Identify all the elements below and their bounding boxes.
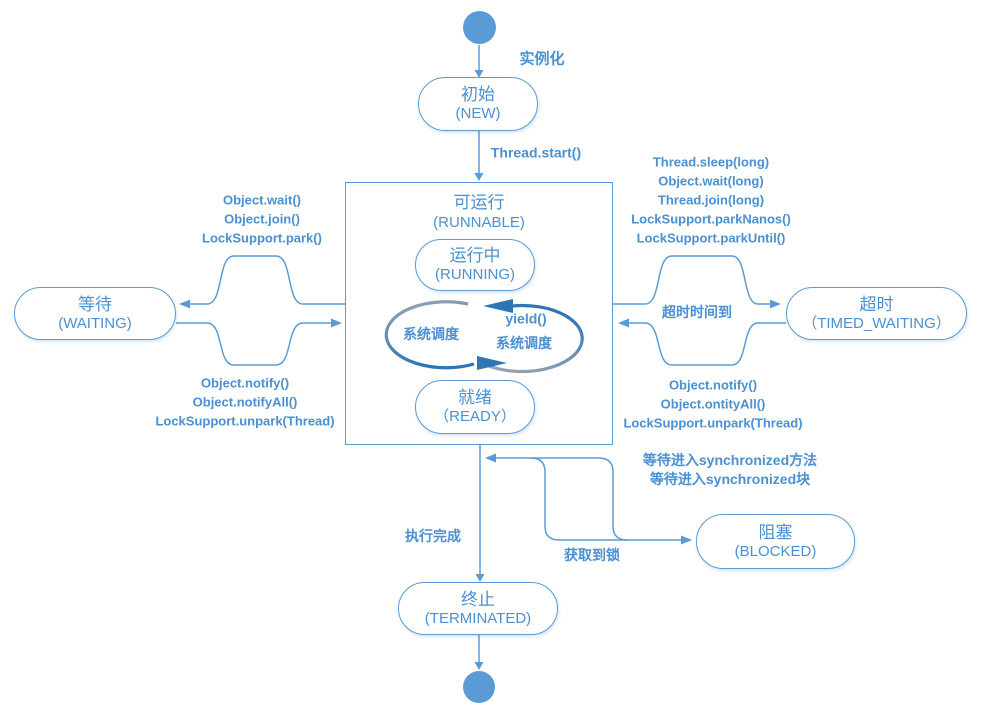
node-terminated-title: 终止 <box>461 589 495 609</box>
label-to-timed-waiting: Thread.sleep(long) Object.wait(long) Thr… <box>631 153 791 248</box>
node-runnable-subtitle: (RUNNABLE) <box>433 214 525 231</box>
label-schedule-left: 系统调度 <box>403 326 459 342</box>
node-runnable: 可运行 (RUNNABLE) <box>345 182 613 445</box>
label-from-waiting-line: LockSupport.unpark(Thread) <box>155 413 335 429</box>
label-to-blocked-line: 等待进入synchronized方法 <box>642 452 818 468</box>
label-to-waiting-line: LockSupport.park() <box>202 230 322 246</box>
label-execution-done: 执行完成 <box>405 528 461 544</box>
label-to-blocked: 等待进入synchronized方法 等待进入synchronized块 <box>643 451 817 489</box>
label-to-waiting: Object.wait() Object.join() LockSupport.… <box>202 191 322 248</box>
label-schedule-right: 系统调度 <box>496 335 552 351</box>
label-from-waiting: Object.notify() Object.notifyAll() LockS… <box>155 374 334 431</box>
label-from-waiting-line: Object.notify() <box>200 375 290 391</box>
node-ready-subtitle: （READY） <box>434 408 516 426</box>
node-waiting: 等待 (WAITING) <box>14 287 176 340</box>
node-running-title: 运行中 <box>449 246 501 265</box>
start-state-circle <box>463 11 496 44</box>
arrowhead-into-end <box>474 662 484 670</box>
node-terminated: 终止 (TERMINATED) <box>398 582 558 635</box>
node-ready-title: 就绪 <box>458 388 492 407</box>
edge-waiting-to-runnable <box>176 322 331 366</box>
node-running-subtitle: (RUNNING) <box>435 266 515 284</box>
node-timed-waiting-title: 超时 <box>859 294 894 314</box>
arrowhead-into-terminated <box>475 574 485 582</box>
node-new: 初始 (NEW) <box>418 77 538 131</box>
node-timed-waiting-subtitle: （TIMED_WAITING） <box>802 314 951 332</box>
arrowhead-into-runnable-top <box>474 173 484 181</box>
node-new-subtitle: (NEW) <box>455 105 501 123</box>
label-from-timed-waiting: Object.notify() Object.ontityAll() LockS… <box>623 376 802 433</box>
edge-timed-waiting-to-runnable <box>629 322 786 366</box>
node-blocked-subtitle: (BLOCKED) <box>734 542 817 560</box>
label-timeout: 超时时间到 <box>662 304 732 320</box>
edge-blocked-to-runnable <box>530 457 627 541</box>
label-instantiate: 实例化 <box>519 50 565 68</box>
label-to-timed-waiting-line: LockSupport.parkUntil() <box>636 230 786 246</box>
arrowhead-into-timed-waiting <box>770 299 781 309</box>
label-from-waiting-line: Object.notifyAll() <box>192 394 298 410</box>
arrowhead-into-runnable-left <box>331 318 342 328</box>
node-ready: 就绪 （READY） <box>415 380 535 434</box>
arrowhead-into-waiting <box>179 299 190 309</box>
arrowhead-into-new <box>474 70 484 78</box>
edge-runnable-to-timed-waiting <box>613 255 770 305</box>
edge-runnable-to-blocked <box>496 457 681 541</box>
node-waiting-subtitle: (WAITING) <box>58 314 132 332</box>
label-to-timed-waiting-line: Object.wait(long) <box>658 173 764 189</box>
node-blocked: 阻塞 (BLOCKED) <box>696 514 855 569</box>
label-from-timed-waiting-line: LockSupport.unpark(Thread) <box>623 415 803 431</box>
label-to-blocked-line: 等待进入synchronized块 <box>649 471 811 487</box>
arrowhead-into-runnable-right <box>618 318 629 328</box>
label-to-timed-waiting-line: Thread.join(long) <box>657 192 765 208</box>
cycle-arc-ready-to-running <box>488 303 584 374</box>
cycle-arrowhead-into-running <box>483 299 513 313</box>
edge-runnable-to-waiting <box>190 255 345 305</box>
node-running: 运行中 (RUNNING) <box>415 239 535 291</box>
label-from-timed-waiting-line: Object.ontityAll() <box>660 396 766 412</box>
end-state-circle <box>463 671 495 703</box>
label-thread-start: Thread.start() <box>490 144 582 161</box>
label-to-timed-waiting-line: Thread.sleep(long) <box>652 154 770 170</box>
arrowhead-into-blocked <box>681 535 692 545</box>
arrowhead-into-runnable-bottom <box>485 453 496 463</box>
label-to-timed-waiting-line: LockSupport.parkNanos() <box>631 211 791 227</box>
label-from-timed-waiting-line: Object.notify() <box>668 377 758 393</box>
node-timed-waiting: 超时 （TIMED_WAITING） <box>786 287 967 340</box>
label-lock-acquired: 获取到锁 <box>564 547 620 563</box>
cycle-arrowhead-into-ready <box>477 356 507 370</box>
node-blocked-title: 阻塞 <box>758 522 793 542</box>
node-runnable-title: 可运行 <box>453 193 505 212</box>
node-terminated-subtitle: (TERMINATED) <box>424 609 532 627</box>
label-to-waiting-line: Object.wait() <box>222 192 301 208</box>
cycle-arc-running-to-ready <box>384 300 475 370</box>
label-to-waiting-line: Object.join() <box>224 211 300 227</box>
label-yield: yield() <box>505 310 547 327</box>
node-new-title: 初始 <box>461 85 495 104</box>
node-waiting-title: 等待 <box>78 294 112 314</box>
